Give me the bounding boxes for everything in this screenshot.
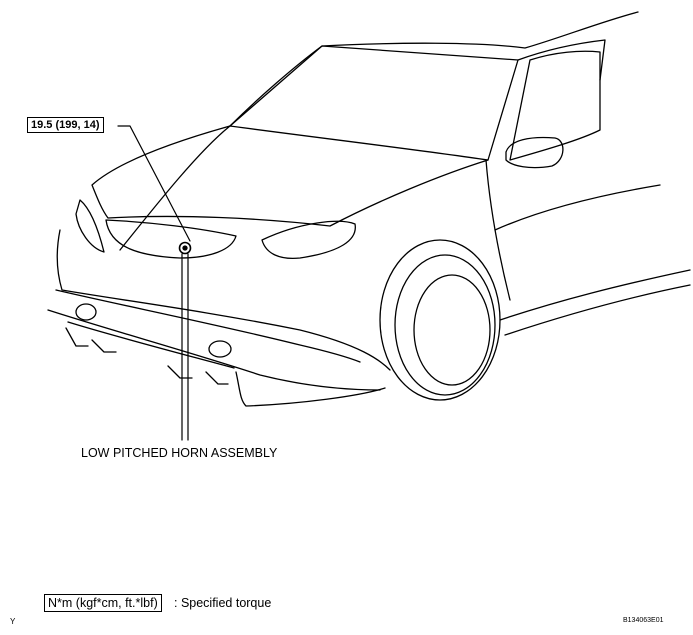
door-line (485, 159, 511, 301)
side-body-line (494, 184, 661, 231)
horn-leader-line (181, 253, 189, 441)
front-wheel-arch (379, 239, 501, 401)
corner-mark: Y (10, 617, 16, 626)
figure-code: B134063E01 (623, 617, 664, 624)
side-window (509, 50, 601, 161)
hood-outline (91, 125, 489, 227)
legend-description: : Specified torque (174, 596, 272, 610)
spoiler (235, 371, 386, 407)
a-pillar (517, 39, 606, 81)
horn-bolt-center (182, 245, 188, 251)
horn-bolt-icon (178, 241, 192, 255)
lower-slots (65, 327, 229, 385)
windshield-outline (229, 45, 519, 161)
headlight-left (75, 199, 105, 253)
upper-grille (105, 219, 237, 259)
bumper-upper (55, 289, 361, 363)
bumper-lower (47, 309, 381, 391)
front-rim (413, 274, 491, 386)
lower-intake (67, 321, 235, 369)
front-fascia (56, 229, 391, 371)
front-tire (394, 254, 496, 396)
horn-label: LOW PITCHED HORN ASSEMBLY (81, 446, 278, 460)
legend-units-box: N*m (kgf*cm, ft.*lbf) (44, 594, 162, 612)
rocker-line-2 (504, 284, 691, 336)
roof-outline (229, 11, 639, 127)
torque-callout: 19.5 (199, 14) (27, 117, 104, 133)
side-mirror (505, 136, 564, 169)
fog-lamp-left (75, 303, 97, 321)
fog-lamp-right (208, 340, 232, 358)
torque-leader-line (117, 125, 191, 242)
hood-crease (119, 125, 231, 251)
rocker-line (499, 269, 691, 321)
headlight-right (261, 220, 356, 260)
